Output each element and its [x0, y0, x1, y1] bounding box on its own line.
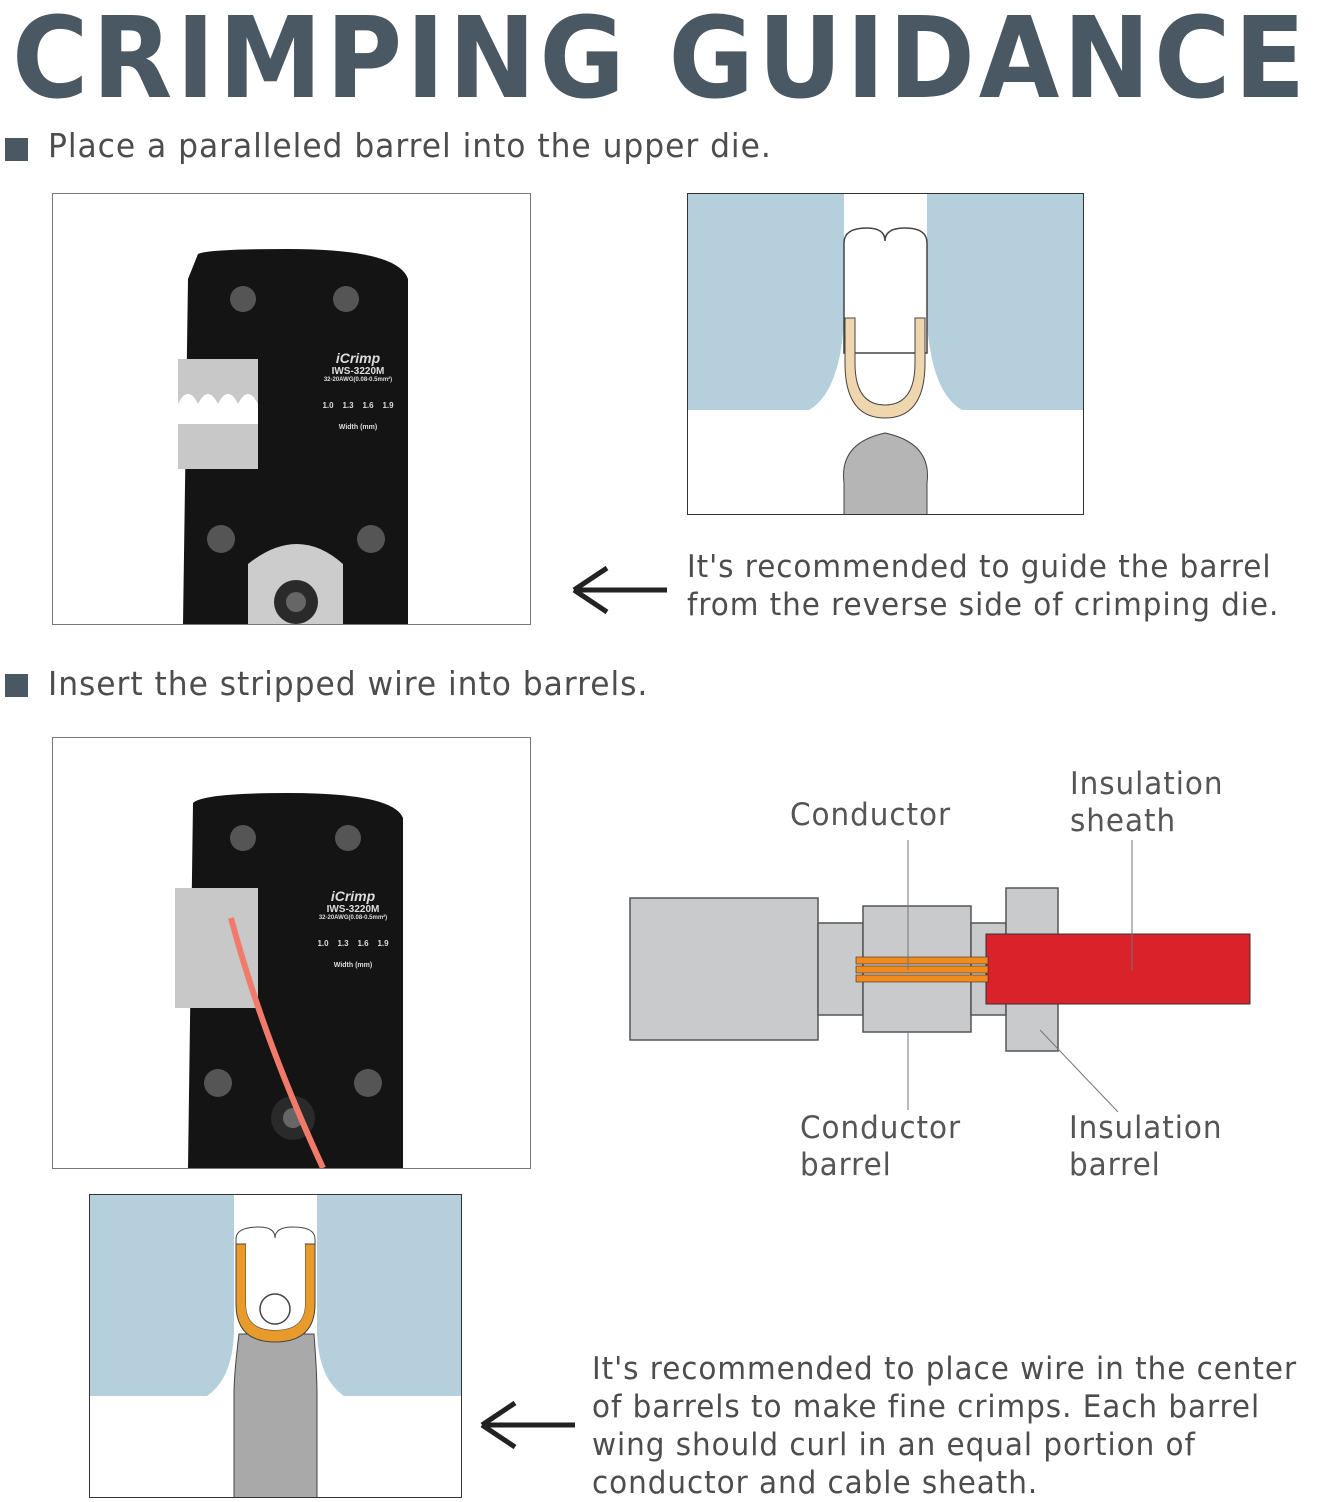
tool-brand: iCrimp	[330, 888, 376, 904]
tool-range: 32-20AWG(0.08-0.5mm²)	[318, 915, 388, 921]
tool-width: 1.3	[337, 939, 349, 948]
tool-range: 32-20AWG(0.08-0.5mm²)	[323, 377, 393, 383]
wire-in-die-diagram	[89, 1194, 462, 1498]
step2-note: It's recommended to place wire in the ce…	[592, 1350, 1297, 1502]
tool-width: 1.0	[322, 401, 334, 410]
note-line: from the reverse side of crimping die.	[687, 587, 1280, 623]
label-line: Insulation	[1069, 1110, 1223, 1146]
step1-heading: Place a paralleled barrel into the upper…	[48, 126, 772, 165]
tool-imprint: iCrimp IWS-3220M 32-20AWG(0.08-0.5mm²) 1…	[313, 888, 393, 969]
tool-model: IWS-3220M	[331, 366, 385, 377]
tool-width: 1.0	[317, 939, 329, 948]
terminal-diagram	[629, 840, 1251, 1113]
bullet-square	[5, 138, 28, 161]
step2-heading: Insert the stripped wire into barrels.	[48, 664, 649, 703]
bullet-square	[5, 674, 28, 697]
tool-brand: iCrimp	[335, 350, 381, 366]
note-line: It's recommended to place wire in the ce…	[592, 1351, 1298, 1387]
note-line: conductor and cable sheath.	[592, 1465, 1039, 1501]
label-line: Insulation	[1070, 766, 1224, 802]
note-line: wing should curl in an equal portion of	[592, 1427, 1196, 1463]
tool-imprint: iCrimp IWS-3220M 32-20AWG(0.08-0.5mm²) 1…	[318, 350, 398, 431]
label-line: barrel	[800, 1147, 892, 1183]
label-line: Conductor	[800, 1110, 962, 1146]
tool-width: 1.3	[342, 401, 354, 410]
crimper-photo-2: iCrimp IWS-3220M 32-20AWG(0.08-0.5mm²) 1…	[52, 737, 531, 1169]
tool-width: 1.9	[382, 401, 394, 410]
crimper-photo-1: iCrimp IWS-3220M 32-20AWG(0.08-0.5mm²) 1…	[52, 193, 531, 625]
label-line: barrel	[1069, 1147, 1161, 1183]
note-line: of barrels to make fine crimps. Each bar…	[592, 1389, 1261, 1425]
upper-die-diagram	[687, 193, 1084, 515]
label-conductor-barrel: Conductor barrel	[800, 1110, 961, 1184]
note-line: It's recommended to guide the barrel	[687, 549, 1272, 585]
tool-model: IWS-3220M	[326, 904, 380, 915]
tool-width: 1.9	[377, 939, 389, 948]
arrow-left-icon	[480, 1400, 575, 1450]
tool-width-label: Width (mm)	[338, 424, 378, 431]
step1-note: It's recommended to guide the barrel fro…	[687, 548, 1279, 624]
tool-width: 1.6	[357, 939, 369, 948]
label-line: sheath	[1070, 803, 1177, 839]
label-conductor: Conductor	[790, 797, 952, 833]
label-insulation-barrel: Insulation barrel	[1069, 1110, 1223, 1184]
arrow-left-icon	[572, 565, 667, 615]
tool-width-label: Width (mm)	[333, 962, 373, 969]
label-insulation-sheath: Insulation sheath	[1070, 766, 1224, 840]
tool-width: 1.6	[362, 401, 374, 410]
page-title: CRIMPING GUIDANCE	[12, 0, 1309, 124]
